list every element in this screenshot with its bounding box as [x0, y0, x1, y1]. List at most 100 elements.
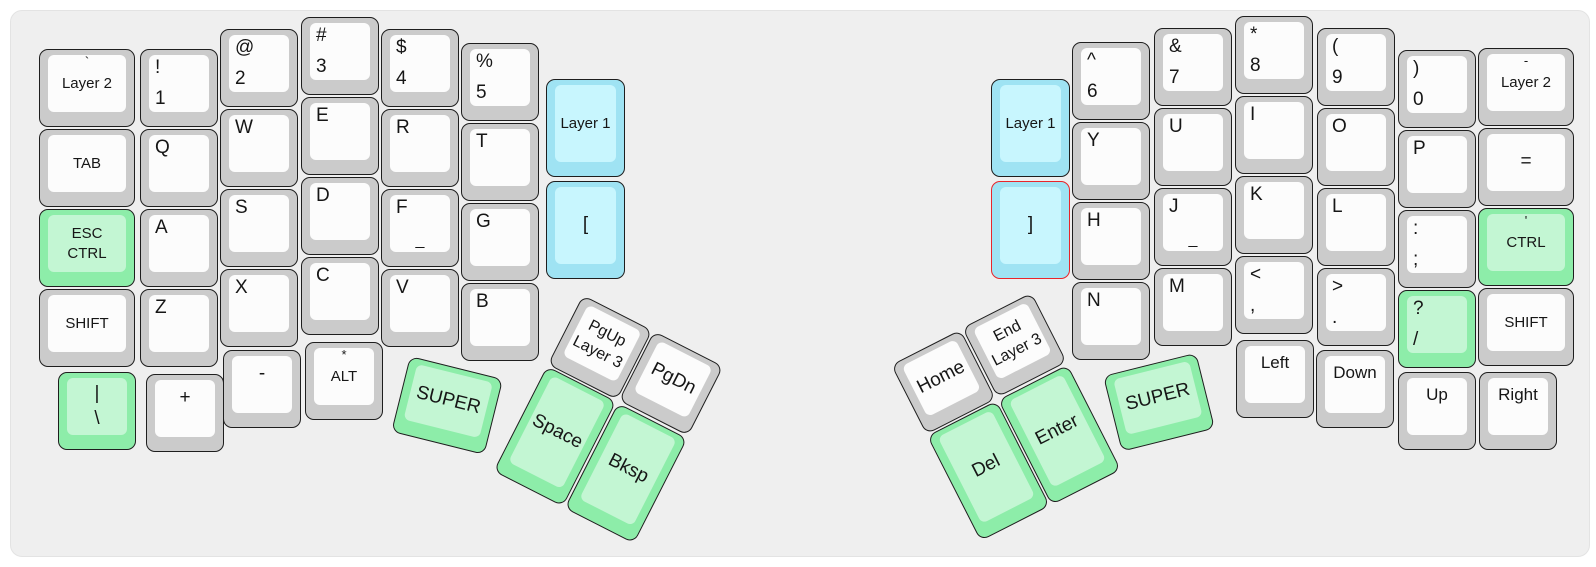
key-legend: 2: [235, 68, 246, 89]
key-hash-3[interactable]: #3: [301, 17, 379, 95]
legend-center: -: [232, 356, 292, 413]
key-i[interactable]: I: [1235, 96, 1313, 174]
key-d[interactable]: D: [301, 177, 379, 255]
key-t[interactable]: T: [461, 123, 539, 201]
key-minus-layer2[interactable]: Layer 2-: [1478, 48, 1574, 126]
key-right-bracket[interactable]: ]: [991, 181, 1070, 279]
key-x[interactable]: X: [220, 269, 298, 347]
key-h[interactable]: H: [1072, 202, 1150, 280]
key-legend: ): [1413, 58, 1420, 79]
key-legend: D: [316, 185, 330, 206]
key-u[interactable]: U: [1154, 108, 1232, 186]
keycap-face: C: [310, 263, 370, 320]
keycap-face: !1: [149, 55, 209, 112]
key-e[interactable]: E: [301, 97, 379, 175]
key-super-right[interactable]: SUPER: [1103, 352, 1216, 452]
key-paren-0[interactable]: )0: [1398, 50, 1476, 128]
key-g[interactable]: G: [461, 203, 539, 281]
legend-left-stack: G: [476, 212, 528, 262]
key-b[interactable]: B: [461, 283, 539, 361]
key-legend: :: [1413, 218, 1419, 239]
key-legend: 3: [316, 56, 327, 77]
keycap-face: Layer 2-: [1487, 53, 1565, 111]
keycap-face: TAB: [48, 135, 126, 192]
key-colon-semicolon[interactable]: :;: [1398, 210, 1476, 288]
legend-center: =: [1487, 134, 1565, 191]
key-v[interactable]: V: [381, 269, 459, 347]
key-grave-layer2[interactable]: Layer 2`: [39, 49, 135, 127]
key-legend: Layer 2: [1500, 73, 1552, 91]
key-percent-5[interactable]: %5: [461, 43, 539, 121]
key-legend: SHIFT: [65, 314, 109, 332]
legend-left-stack: B: [476, 292, 528, 342]
key-ampersand-7[interactable]: &7: [1154, 28, 1232, 106]
key-legend-homing: _: [1188, 231, 1198, 248]
key-r[interactable]: R: [381, 109, 459, 187]
key-greater-period[interactable]: >.: [1317, 268, 1395, 346]
key-z[interactable]: Z: [140, 289, 218, 367]
key-y[interactable]: Y: [1072, 122, 1150, 200]
key-legend: 7: [1169, 67, 1180, 88]
key-k[interactable]: K: [1235, 176, 1313, 254]
key-arrow-down[interactable]: Down: [1316, 350, 1394, 428]
key-at-2[interactable]: @2: [220, 29, 298, 107]
legend-center: TAB: [48, 135, 126, 192]
key-arrow-left[interactable]: Left: [1236, 340, 1314, 418]
key-q[interactable]: Q: [140, 129, 218, 207]
key-arrow-right[interactable]: Right: [1479, 372, 1557, 450]
key-less-comma[interactable]: <,: [1235, 256, 1313, 334]
keycap-face: P: [1407, 136, 1467, 193]
key-quote-ctrl[interactable]: CTRL': [1478, 208, 1574, 286]
keycap-face: $4: [390, 35, 450, 92]
key-dollar-4[interactable]: $4: [381, 29, 459, 107]
key-legend: $: [396, 37, 407, 58]
key-asterisk-alt[interactable]: ALT*: [305, 342, 383, 420]
key-plus[interactable]: +: [146, 374, 224, 452]
key-shift-left[interactable]: SHIFT: [39, 289, 135, 367]
keycap-face: Up: [1407, 378, 1467, 435]
key-legend: X: [235, 277, 248, 298]
legend-left-stack: N: [1087, 291, 1139, 341]
key-legend-top: ': [1524, 213, 1528, 228]
key-legend: ;: [1413, 249, 1419, 270]
legend-left-stack: V: [396, 278, 448, 328]
key-w[interactable]: W: [220, 109, 298, 187]
key-legend: Layer 1: [560, 114, 611, 132]
legend-left-stack: <,: [1250, 265, 1302, 315]
key-l[interactable]: L: [1317, 188, 1395, 266]
key-a[interactable]: A: [140, 209, 218, 287]
key-f[interactable]: F_: [381, 189, 459, 267]
key-arrow-up[interactable]: Up: [1398, 372, 1476, 450]
legend-left-stack: *8: [1250, 25, 1302, 75]
key-asterisk-8[interactable]: *8: [1235, 16, 1313, 94]
key-shift-right[interactable]: SHIFT: [1478, 288, 1574, 366]
key-exclam-1[interactable]: !1: [140, 49, 218, 127]
key-super-left[interactable]: SUPER: [391, 356, 504, 455]
keycap-face: I: [1244, 102, 1304, 159]
key-tab[interactable]: TAB: [39, 129, 135, 207]
key-caret-6[interactable]: ^6: [1072, 42, 1150, 120]
key-question-slash[interactable]: ?/: [1398, 290, 1476, 368]
key-paren-9[interactable]: (9: [1317, 28, 1395, 106]
key-layer1-right[interactable]: Layer 1: [991, 79, 1070, 177]
key-legend: G: [476, 211, 491, 232]
key-equals[interactable]: =: [1478, 128, 1574, 206]
key-s[interactable]: S: [220, 189, 298, 267]
key-left-bracket[interactable]: [: [546, 181, 625, 279]
key-m[interactable]: M: [1154, 268, 1232, 346]
key-c[interactable]: C: [301, 257, 379, 335]
key-pipe-backslash[interactable]: |\: [58, 372, 136, 450]
key-legend: V: [396, 277, 409, 298]
key-p[interactable]: P: [1398, 130, 1476, 208]
key-j[interactable]: J_: [1154, 188, 1232, 266]
keycap-face: L: [1326, 194, 1386, 251]
key-o[interactable]: O: [1317, 108, 1395, 186]
key-legend: >: [1332, 276, 1344, 297]
key-layer1-left[interactable]: Layer 1: [546, 79, 625, 177]
keycap-face: E: [310, 103, 370, 160]
key-n[interactable]: N: [1072, 282, 1150, 360]
key-minus-left[interactable]: -: [223, 350, 301, 428]
key-legend: ALT: [330, 367, 358, 385]
